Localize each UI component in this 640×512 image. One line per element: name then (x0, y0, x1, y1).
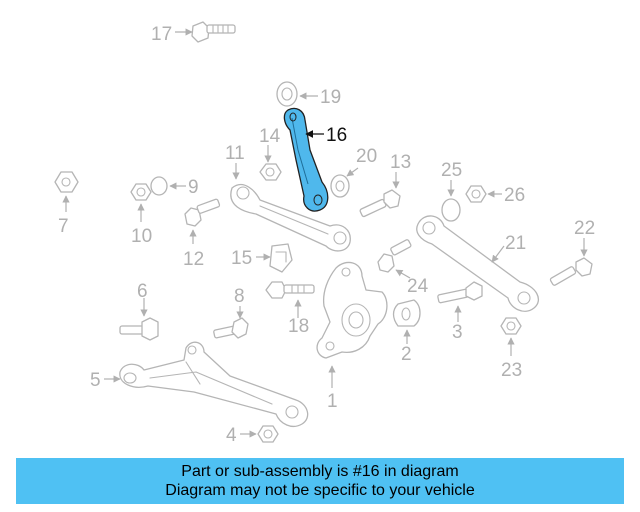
callout-23: 23 (501, 360, 522, 381)
part-22-bolt (549, 257, 593, 286)
part-2-bushing (392, 299, 421, 327)
callout-19: 19 (320, 87, 341, 108)
banner-line-1: Part or sub-assembly is #16 in diagram (181, 463, 459, 480)
part-25-bushing (441, 198, 461, 222)
part-15-bracket (269, 243, 293, 273)
callout-20: 20 (356, 146, 377, 167)
part-6-bolt (119, 317, 159, 341)
part-7-nut (54, 171, 79, 193)
parts-diagram: 17 19 16 14 20 11 7 (54, 21, 595, 446)
part-13-bolt (359, 189, 401, 218)
part-4-nut (257, 425, 279, 443)
callout-10: 10 (131, 226, 152, 247)
part-9-washer (150, 176, 168, 196)
part-11-control-arm (230, 183, 351, 252)
part-20-nut (330, 174, 350, 198)
callout-21: 21 (505, 233, 526, 254)
part-1-knuckle (316, 261, 388, 359)
callout-16: 16 (326, 125, 347, 146)
callout-1: 1 (327, 391, 338, 412)
part-8-bolt (213, 317, 249, 339)
part-10-nut (130, 183, 152, 201)
part-14-nut (259, 163, 282, 181)
callout-6: 6 (137, 281, 148, 302)
callout-2: 2 (401, 344, 412, 365)
part-18-bolt (265, 281, 315, 299)
part-12-bolt (184, 198, 221, 227)
callout-9: 9 (188, 177, 199, 198)
callout-11: 11 (225, 143, 245, 164)
callout-4: 4 (226, 425, 237, 446)
callout-26: 26 (504, 185, 525, 206)
callout-13: 13 (390, 152, 411, 173)
callout-3: 3 (452, 322, 463, 343)
part-19-nut (276, 81, 298, 107)
callout-24: 24 (407, 276, 429, 297)
callout-12: 12 (183, 249, 204, 270)
callout-25: 25 (441, 160, 462, 181)
callout-8: 8 (234, 286, 245, 307)
callout-15: 15 (231, 248, 252, 269)
part-21-control-arm (416, 215, 539, 312)
callout-22: 22 (574, 218, 595, 239)
banner-line-2: Diagram may not be specific to your vehi… (165, 482, 475, 499)
callout-14: 14 (259, 126, 281, 147)
part-24-bolt (377, 239, 412, 273)
part-17-bolt (191, 21, 236, 43)
part-26-nut (465, 185, 487, 203)
part-16-toe-link (283, 107, 329, 212)
callout-17: 17 (151, 24, 172, 45)
info-banner: Part or sub-assembly is #16 in diagram D… (16, 458, 624, 504)
callout-18: 18 (288, 316, 309, 337)
callout-7: 7 (58, 216, 69, 237)
part-5-lower-control-arm (119, 341, 309, 428)
part-23-nut (500, 317, 522, 335)
part-3-bolt (437, 281, 483, 304)
callout-5: 5 (90, 370, 101, 391)
